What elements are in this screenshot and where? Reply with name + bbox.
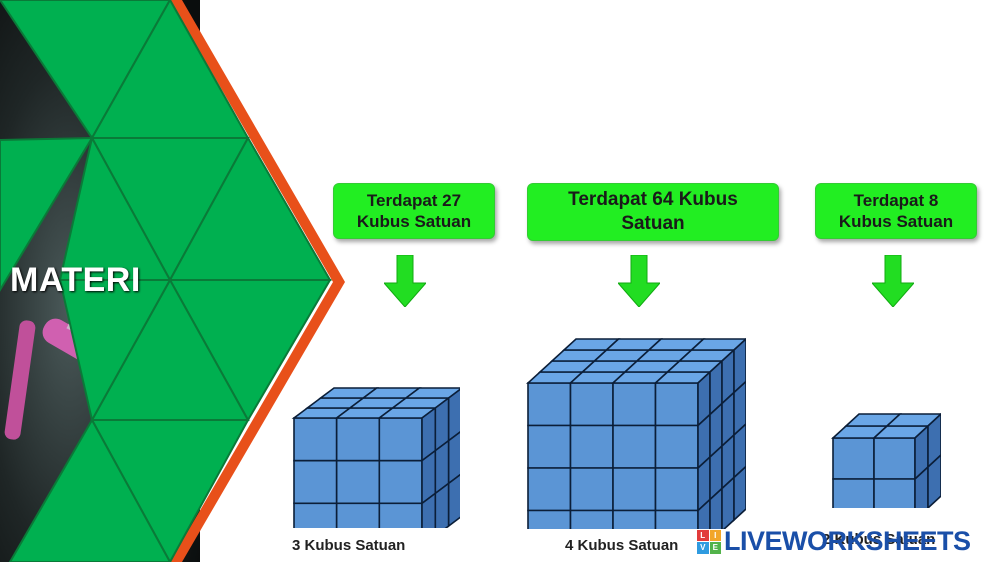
triangle-tile	[58, 279, 172, 423]
logo-letter: I	[709, 529, 721, 541]
unit-cube-front	[569, 382, 614, 427]
unit-cube-front	[378, 459, 423, 505]
label-text-8: Terdapat 8 Kubus Satuan	[838, 190, 954, 231]
liveworksheets-logo-icon: L I V E	[697, 529, 721, 554]
unit-cube-front	[654, 467, 699, 512]
label-text-27: Terdapat 27 Kubus Satuan	[356, 190, 472, 231]
down-arrow-icon	[384, 255, 426, 307]
unit-cube-side	[447, 431, 460, 485]
unit-cube-front	[378, 417, 423, 462]
down-arrow-icon	[618, 255, 660, 307]
unit-cube-top	[689, 338, 746, 351]
unit-cube-front	[654, 382, 699, 427]
chalk-stick	[4, 320, 36, 440]
triangle-tiles	[0, 0, 332, 562]
unit-cube-side	[927, 453, 941, 508]
logo-letter: E	[709, 542, 721, 554]
unit-cube-front	[335, 459, 381, 505]
unit-cube-front	[873, 478, 916, 508]
label-box-8: Terdapat 8 Kubus Satuan	[815, 183, 977, 239]
unit-cube-front	[832, 478, 875, 508]
unit-cube-2	[830, 412, 941, 508]
unit-cube-front	[569, 509, 614, 529]
unit-cube-side	[447, 388, 460, 443]
slide-title: MATERI	[10, 261, 141, 299]
unit-cube-front	[527, 509, 572, 529]
unit-cube-side	[697, 497, 711, 529]
unit-cube-side	[733, 337, 746, 395]
unit-cube-front	[335, 417, 381, 462]
caption-2: 2 Kubus Satuan	[822, 531, 936, 548]
unit-cube-side	[709, 486, 723, 529]
unit-cube-front	[527, 424, 572, 469]
unit-cube-top	[884, 413, 941, 427]
liveworksheets-watermark: L I V E LIVEWORKSHEETS	[697, 526, 971, 557]
logo-letter: L	[697, 529, 709, 541]
unit-cube-front	[873, 437, 916, 480]
unit-cube-side	[447, 473, 460, 528]
unit-cube-side	[733, 422, 746, 480]
unit-cube-front	[293, 459, 338, 505]
unit-cube-side	[733, 465, 746, 522]
unit-cube-front	[612, 382, 657, 427]
triangle-tile	[8, 417, 172, 562]
caption-4: 4 Kubus Satuan	[565, 537, 679, 554]
unit-cube-front	[612, 467, 657, 512]
unit-cube-front	[832, 437, 875, 480]
unit-cube-front	[569, 467, 614, 512]
unit-cube-front	[378, 502, 423, 528]
unit-cube-side	[421, 491, 437, 528]
label-text-64: Terdapat 64 Kubus Satuan	[568, 189, 738, 234]
unit-cube-side	[733, 380, 746, 437]
unit-cube-front	[293, 502, 338, 528]
unit-cube-front	[335, 502, 381, 528]
unit-cube-front	[654, 509, 699, 529]
label-box-64: Terdapat 64 Kubus Satuan	[527, 183, 779, 241]
label-box-27: Terdapat 27 Kubus Satuan	[333, 183, 495, 239]
liveworksheets-brand: LIVEWORKSHEETS	[724, 526, 971, 556]
unit-cube-front	[527, 382, 572, 427]
unit-cube-front	[654, 424, 699, 469]
unit-cube-top	[403, 387, 460, 399]
unit-cube-front	[293, 417, 338, 462]
unit-cube-front	[569, 424, 614, 469]
unit-cube-3	[291, 387, 460, 528]
unit-cube-side	[927, 412, 941, 469]
logo-letter: V	[697, 542, 709, 554]
unit-cube-front	[612, 424, 657, 469]
left-panel	[0, 0, 345, 562]
caption-3: 3 Kubus Satuan	[292, 537, 406, 554]
unit-cube-front	[527, 467, 572, 512]
down-arrow-icon	[872, 255, 914, 307]
unit-cube-4	[525, 337, 746, 529]
triangle-tile	[0, 136, 94, 292]
unit-cube-front	[612, 509, 657, 529]
unit-cube-side	[914, 465, 929, 508]
